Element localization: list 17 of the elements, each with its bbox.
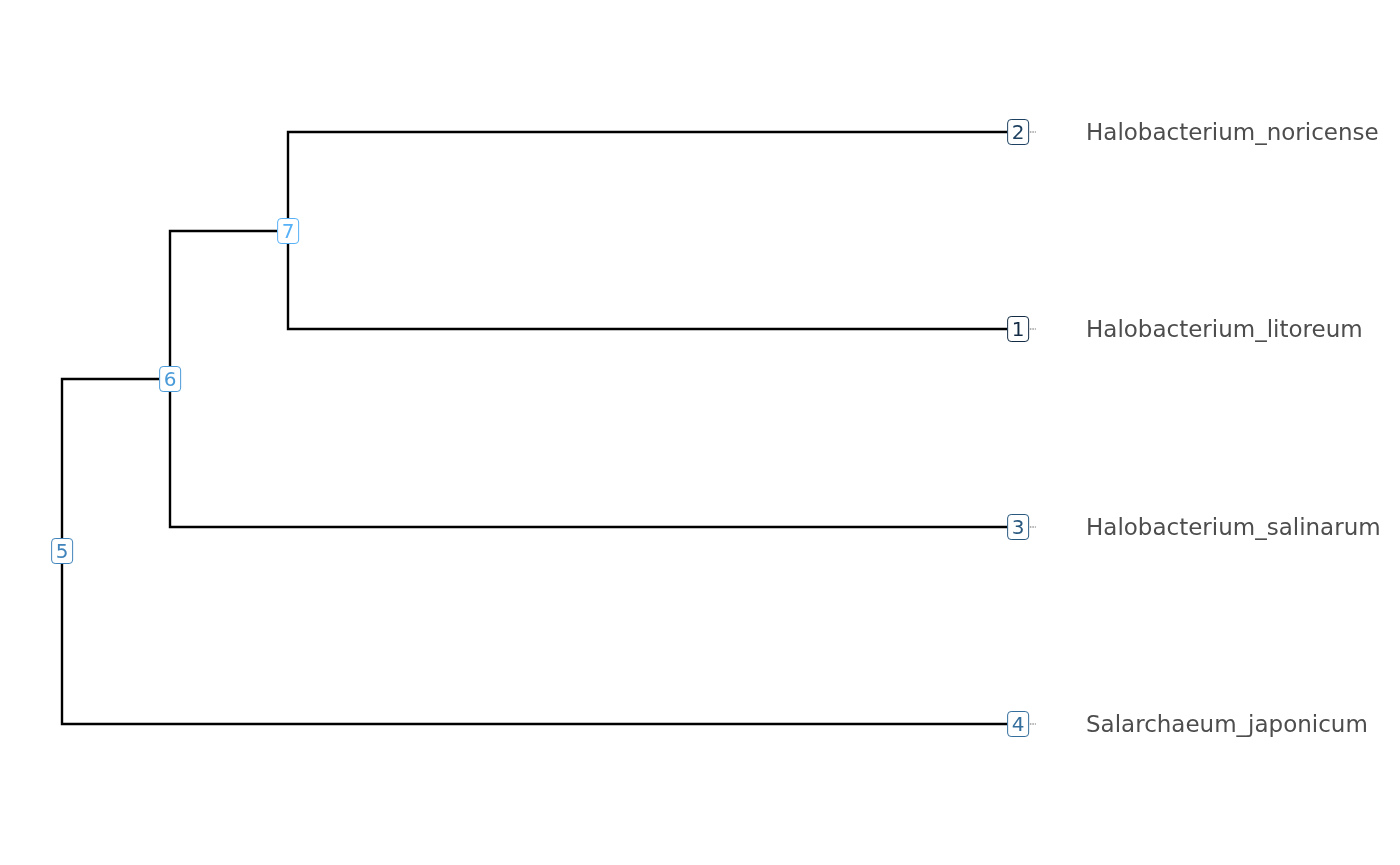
tree-branch	[60, 564, 1008, 726]
tree-branch	[60, 377, 160, 538]
node-number-tag: 3	[1007, 514, 1029, 540]
taxon-label: Halobacterium_salinarum	[1086, 513, 1381, 541]
node-number-tag: 2	[1007, 119, 1029, 145]
tree-branch	[168, 392, 1008, 529]
taxon-label: Halobacterium_noricense	[1086, 118, 1379, 146]
node-number-tag: 4	[1007, 711, 1029, 737]
tree-branch	[286, 244, 1008, 331]
node-number-tag: 1	[1007, 316, 1029, 342]
node-number-tag: 7	[277, 218, 299, 244]
node-number-tag: 5	[51, 538, 73, 564]
tree-branch	[168, 229, 278, 366]
node-number-tag: 6	[159, 366, 181, 392]
taxon-label: Halobacterium_litoreum	[1086, 315, 1363, 343]
taxon-label: Salarchaeum_japonicum	[1086, 710, 1368, 738]
tree-branch	[286, 130, 1008, 218]
